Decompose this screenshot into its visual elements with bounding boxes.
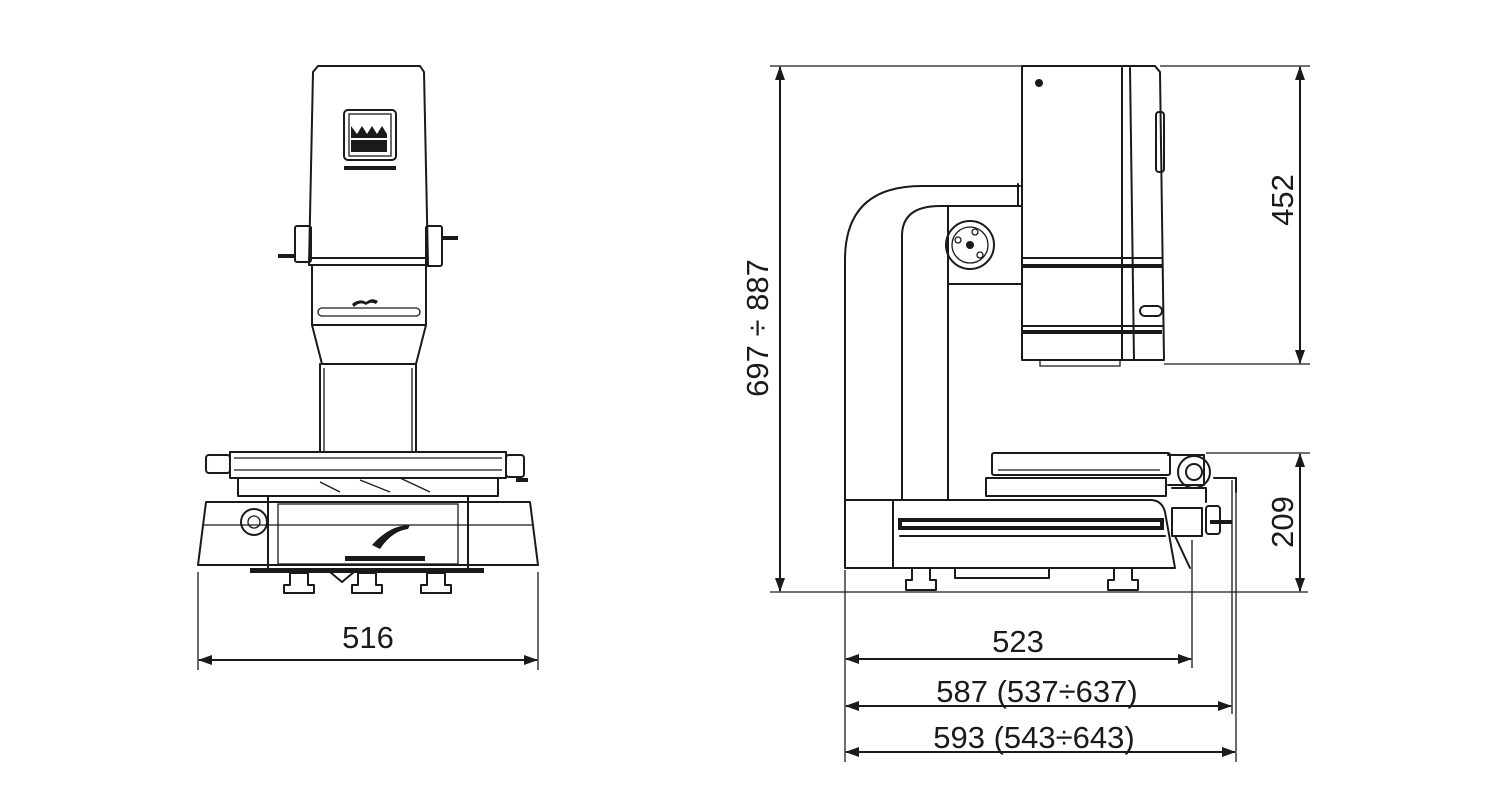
dimension-697-887: 697 ÷ 887: [740, 65, 1308, 593]
logo-badge: [343, 109, 397, 170]
dimension-523-label: 523: [992, 624, 1044, 659]
dimension-587: 587 (537÷637): [845, 674, 1232, 711]
dimension-209: 209: [1206, 452, 1310, 592]
dimension-593: 593 (543÷643): [845, 720, 1236, 757]
column: [319, 363, 417, 453]
side-camera-head: [1021, 65, 1165, 367]
side-stage: [985, 452, 1237, 503]
dimension-209-label: 209: [1265, 496, 1300, 548]
base: [197, 495, 539, 594]
dimension-452: 452: [1160, 65, 1310, 365]
front-view: 516: [197, 65, 539, 670]
camera-head: [278, 65, 458, 365]
side-base: [844, 499, 1232, 591]
dimension-593-label: 593 (543÷643): [933, 720, 1134, 755]
dimension-516: 516: [197, 572, 539, 670]
depth-extension-lines: [844, 480, 1237, 762]
xy-stage: [205, 451, 528, 497]
dimension-452-label: 452: [1265, 174, 1300, 226]
dimension-697-887-label: 697 ÷ 887: [740, 259, 775, 397]
dimension-587-label: 587 (537÷637): [936, 674, 1137, 709]
dimension-516-label: 516: [342, 620, 394, 655]
side-view: 697 ÷ 887 452 209 523: [740, 65, 1310, 762]
dimension-523: 523: [845, 624, 1192, 664]
side-column-arm: [844, 183, 1023, 501]
